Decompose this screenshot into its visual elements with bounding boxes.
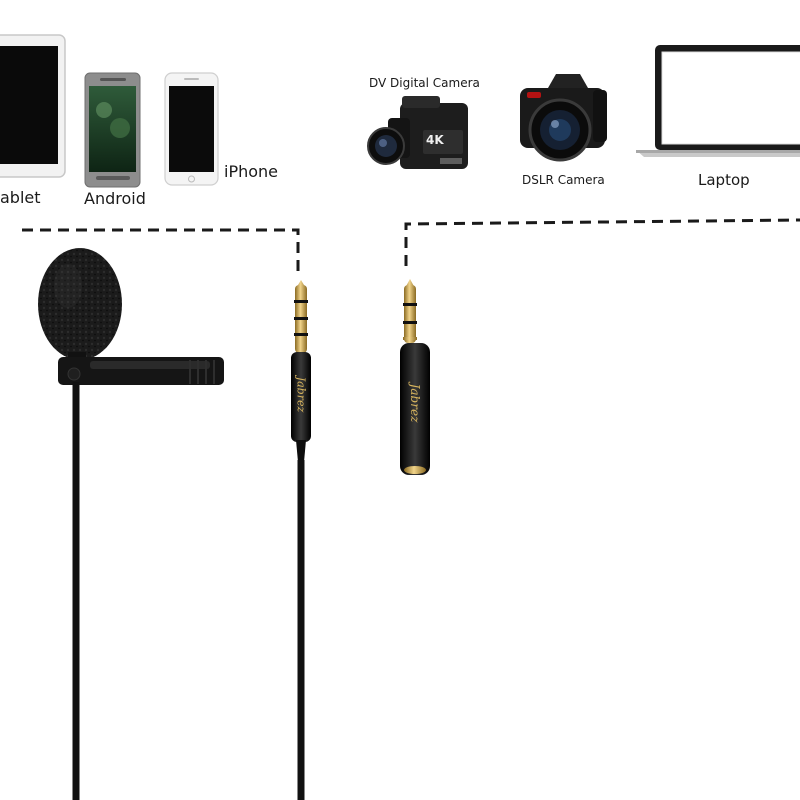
iphone-label: iPhone bbox=[224, 162, 279, 181]
dv-camera-label: DV Digital Camera bbox=[369, 76, 480, 90]
laptop-label: Laptop bbox=[698, 171, 750, 189]
tablet-label: ablet bbox=[0, 188, 41, 207]
trrs-plug bbox=[291, 280, 311, 462]
android-label: Android bbox=[84, 189, 146, 208]
adapter-brand-text: Jabrez bbox=[408, 383, 422, 423]
extension-adapter bbox=[400, 279, 430, 475]
connector-lines bbox=[22, 218, 800, 272]
microphone-clip bbox=[58, 352, 224, 385]
laptop-icon bbox=[636, 45, 800, 157]
dslr-camera-icon bbox=[520, 74, 607, 162]
dslr-label: DSLR Camera bbox=[522, 173, 605, 187]
right-connector-line bbox=[404, 218, 800, 266]
camcorder-icon bbox=[367, 96, 468, 169]
android-phone-icon bbox=[84, 72, 141, 188]
tablet-icon bbox=[0, 34, 66, 178]
camcorder-4k-badge: 4K bbox=[426, 133, 444, 147]
plug-brand-text: Jabrez bbox=[294, 376, 308, 413]
microphone-windscreen bbox=[38, 248, 122, 360]
left-connector-line bbox=[22, 228, 300, 272]
iphone-icon bbox=[164, 72, 219, 186]
